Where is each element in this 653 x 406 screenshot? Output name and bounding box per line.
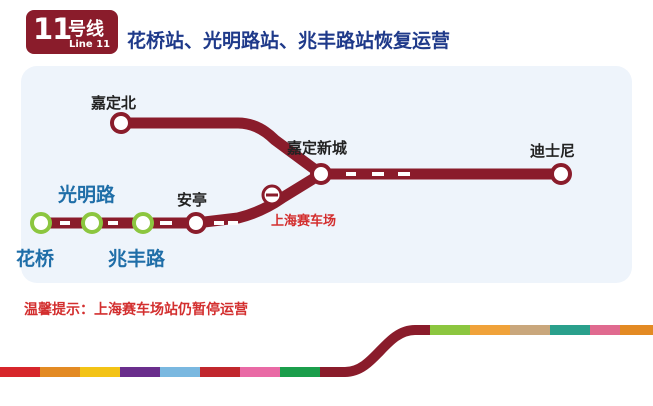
station-label-anting: 安亭 [177,191,208,209]
station-label-guangming-road: 光明路 [58,184,116,206]
station-marker-huaqiao [30,212,52,234]
service-notice: 温馨提示：上海赛车场站仍暂停运营 [24,302,248,318]
station-marker-zhaofeng-road [132,212,154,234]
station-marker-anting [185,212,207,234]
line-english-label: Line 11 [69,39,111,50]
line-track-north-branch [115,117,327,180]
headline: 花桥站、光明路站、兆丰路站恢复运营 [127,30,451,52]
station-label-jiading-new-town: 嘉定新城 [287,139,348,157]
station-marker-disney [550,163,572,185]
station-label-huaqiao: 花桥 [16,248,55,270]
track-dashes [60,172,410,225]
suspended-station-icon [261,184,283,206]
station-marker-jiading-north [110,112,132,134]
station-label-shanghai-circuit: 上海赛车场 [271,214,337,229]
station-marker-jiading-new-town [310,163,332,185]
line-suffix: 号线 [68,19,104,40]
station-label-zhaofeng-road: 兆丰路 [108,248,166,270]
line-number: 11 [33,12,72,46]
station-marker-guangming-road [81,212,103,234]
decorative-color-stripes [0,325,653,377]
station-label-jiading-north: 嘉定北 [91,94,137,112]
station-label-disney: 迪士尼 [530,142,576,160]
line-11-badge: 11 号线 Line 11 [26,10,118,54]
